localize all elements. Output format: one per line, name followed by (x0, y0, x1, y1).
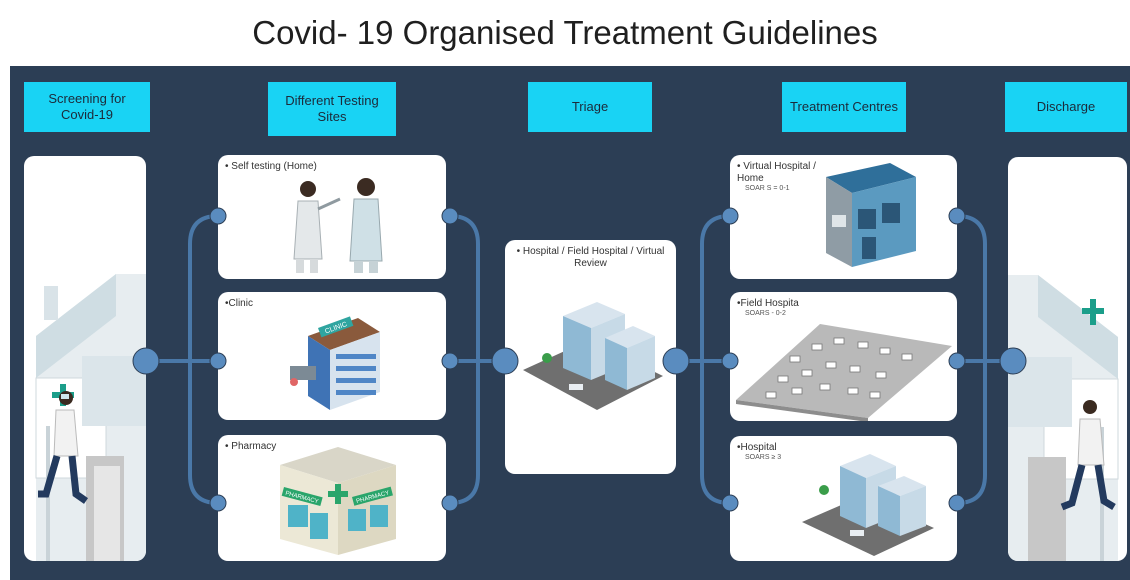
field-hospital-illustration (736, 324, 952, 421)
triage-card: • Hospital / Field Hospital / Virtual Re… (505, 240, 676, 474)
flow-node (721, 352, 739, 370)
flow-node (948, 352, 966, 370)
header-triage: Triage (528, 82, 652, 132)
walking-person-icon (38, 391, 89, 504)
header-discharge: Discharge (1005, 82, 1127, 132)
flow-node (999, 347, 1027, 375)
flow-node (721, 494, 739, 512)
flow-node (662, 347, 690, 375)
walking-person-icon (1060, 400, 1116, 511)
hospital-building-illustration (523, 302, 663, 410)
testing-site-card-clinic: •Clinic CLINIC (218, 292, 446, 420)
flow-node (441, 207, 459, 225)
treatment-card-virtual: • Virtual Hospital / Home SOAR S = 0-1 (730, 155, 957, 279)
pharmacy-building-illustration: PHARMACY PHARMACY (280, 447, 396, 555)
treatment-card-label: •Field Hospita SOARS - 0-2 (737, 298, 799, 318)
testing-site-card-pharmacy: • Pharmacy PHARMACY PHARMACY (218, 435, 446, 561)
home-building-illustration (826, 163, 916, 267)
treatment-card-title: •Hospital (737, 442, 777, 453)
flow-node (721, 207, 739, 225)
treatment-card-field-hospital: •Field Hospita SOARS - 0-2 (730, 292, 957, 421)
flow-node (948, 494, 966, 512)
clinic-building-illustration: CLINIC (290, 316, 380, 410)
header-testing-sites: Different Testing Sites (268, 82, 396, 136)
triage-card-label: • Hospital / Field Hospital / Virtual Re… (516, 246, 665, 269)
page-title: Covid- 19 Organised Treatment Guidelines (252, 14, 878, 51)
flow-node (948, 207, 966, 225)
treatment-card-label: • Virtual Hospital / Home SOAR S = 0-1 (737, 161, 827, 193)
header-screening: Screening for Covid-19 (24, 82, 150, 132)
treatment-card-sub: SOARS - 0-2 (745, 310, 786, 317)
flow-node (209, 207, 227, 225)
flow-node (132, 347, 160, 375)
header-treatment-centres: Treatment Centres (782, 82, 906, 132)
self-testing-illustration (293, 178, 383, 273)
discharge-card (1008, 157, 1127, 561)
treatment-card-title: • Virtual Hospital / Home (737, 161, 816, 184)
clinic-door-illustration (35, 274, 146, 561)
treatment-card-label: •Hospital SOARS ≥ 3 (737, 442, 781, 462)
flow-node (441, 352, 459, 370)
treatment-card-sub: SOARS ≥ 3 (745, 454, 782, 461)
hospital-building-illustration (802, 454, 934, 556)
testing-site-card-home: • Self testing (Home) (218, 155, 446, 279)
screening-card (24, 156, 146, 561)
testing-site-label: • Pharmacy (225, 441, 277, 452)
flow-node (209, 352, 227, 370)
testing-site-label: •Clinic (225, 298, 253, 309)
treatment-card-hospital: •Hospital SOARS ≥ 3 (730, 436, 957, 561)
flow-node (209, 494, 227, 512)
flow-node (441, 494, 459, 512)
treatment-card-title: •Field Hospita (737, 298, 799, 309)
flow-node (491, 347, 519, 375)
testing-site-label: • Self testing (Home) (225, 161, 317, 172)
clinic-door-illustration (1008, 275, 1119, 561)
treatment-card-sub: SOAR S = 0-1 (745, 185, 790, 192)
